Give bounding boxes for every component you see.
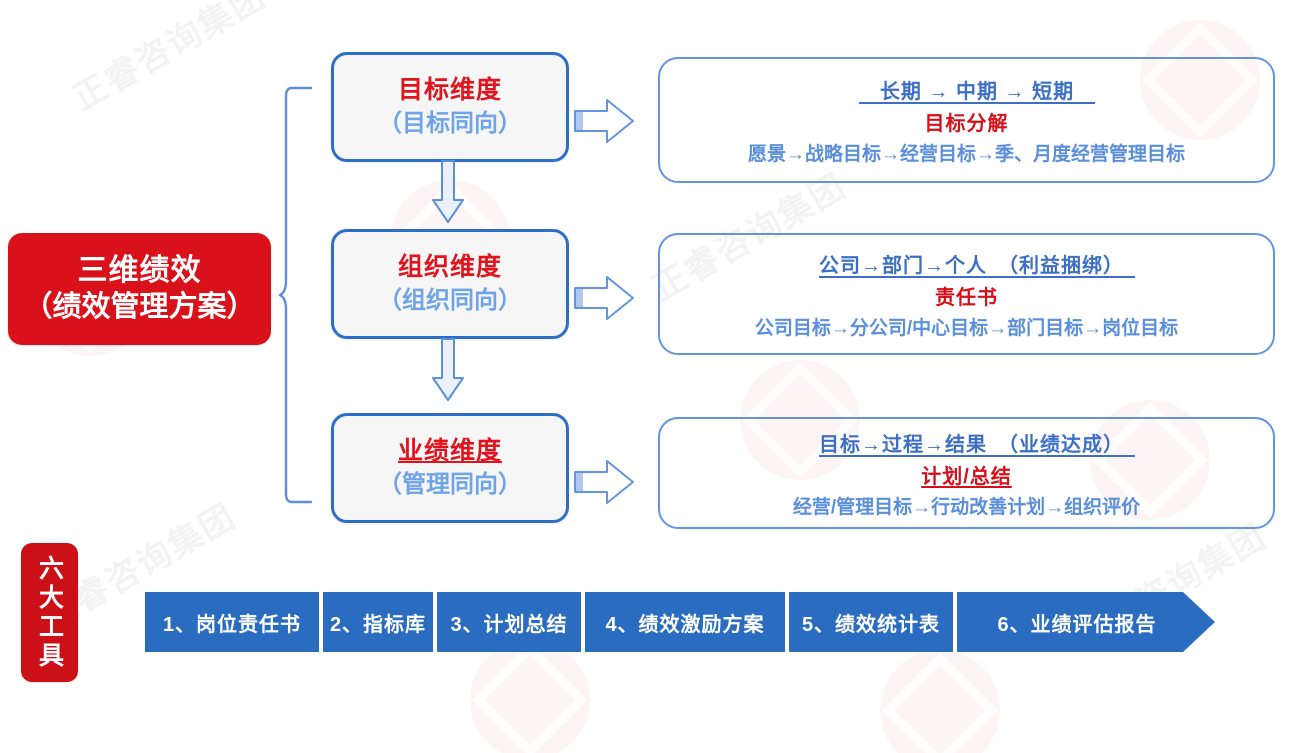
watermark-logo: [470, 640, 590, 753]
arrow-right-icon: [574, 99, 634, 143]
dimension-box-performance: 业绩维度 （管理同向）: [331, 413, 569, 523]
dimension-subtitle: （目标同向）: [378, 109, 522, 137]
tool-item-5[interactable]: 5、绩效统计表: [789, 592, 953, 652]
root-title-line2: （绩效管理方案）: [23, 290, 256, 323]
content-box-plan-summary: 目标→过程→结果 （业绩达成） 计划/总结 经营/管理目标→行动改善计划→组织评…: [658, 417, 1275, 529]
content-line-flow: 公司目标→分公司/中心目标→部门目标→岗位目标: [754, 317, 1179, 339]
tool-item-4[interactable]: 4、绩效激励方案: [585, 592, 785, 652]
watermark-text: 正睿咨询集团: [66, 0, 273, 118]
content-box-goal-decomposition: 长期 → 中期 → 短期 目标分解 愿景→战略目标→经营目标→季、月度经营管理目…: [658, 57, 1275, 183]
content-line-horizon: 目标→过程→结果 （业绩达成）: [818, 433, 1135, 456]
arrow-right-icon: [574, 460, 634, 504]
root-node-three-dimension-performance: 三维绩效 （绩效管理方案）: [8, 233, 271, 345]
dimension-box-goal: 目标维度 （目标同向）: [331, 52, 569, 162]
content-line-flow: 愿景→战略目标→经营目标→季、月度经营管理目标: [747, 143, 1185, 165]
dimension-box-organization: 组织维度 （组织同向）: [331, 229, 569, 339]
tool-item-6[interactable]: 6、业绩评估报告: [957, 592, 1215, 652]
content-box-responsibility: 公司→部门→个人 （利益捆绑） 责任书 公司目标→分公司/中心目标→部门目标→岗…: [658, 233, 1275, 355]
arrow-right-icon: [574, 276, 634, 320]
content-line-keyword: 责任书: [935, 286, 998, 309]
dimension-title: 目标维度: [397, 76, 502, 105]
arrow-down-icon: [432, 338, 464, 401]
six-tools-bar: 1、岗位责任书 2、指标库 3、计划总结 4、绩效激励方案 5、绩效统计表 6、…: [145, 592, 1215, 652]
watermark-logo: [880, 650, 1000, 753]
content-line-keyword: 目标分解: [924, 112, 1009, 135]
tool-item-1[interactable]: 1、岗位责任书: [145, 592, 319, 652]
content-line-horizon: 公司→部门→个人 （利益捆绑）: [818, 254, 1135, 277]
dimension-subtitle: （组织同向）: [378, 286, 522, 314]
tool-item-3[interactable]: 3、计划总结: [437, 592, 581, 652]
six-tools-label: 六大工具: [21, 543, 78, 682]
dimension-title: 组织维度: [397, 253, 502, 282]
dimension-title: 业绩维度: [397, 437, 502, 466]
content-line-horizon: 长期 → 中期 → 短期: [858, 80, 1096, 103]
tool-item-2[interactable]: 2、指标库: [323, 592, 433, 652]
root-title-line1: 三维绩效: [77, 254, 202, 288]
brace-connector: [278, 86, 312, 504]
dimension-subtitle: （管理同向）: [378, 470, 522, 498]
content-line-flow: 经营/管理目标→行动改善计划→组织评价: [792, 496, 1141, 518]
arrow-down-icon: [432, 160, 464, 223]
content-line-keyword: 计划/总结: [921, 465, 1012, 488]
